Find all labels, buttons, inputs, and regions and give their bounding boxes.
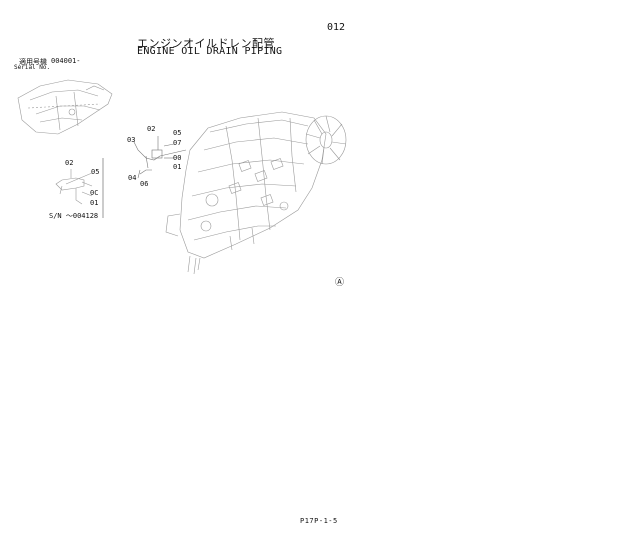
part-callout: 01 [173, 163, 182, 171]
drain-pipe [133, 136, 187, 179]
part-callout: 05 [173, 129, 182, 137]
inset-callout: 01 [90, 199, 99, 207]
part-callout: 00 [173, 154, 182, 162]
part-callout: 06 [140, 180, 149, 188]
inset-serial-note: S/N ～004128 [49, 212, 99, 220]
part-callout: 07 [173, 139, 182, 147]
part-callout: 04 [128, 174, 137, 182]
page-code: 012 [327, 22, 346, 33]
inset-callout: 05 [91, 168, 100, 176]
page-title: ENGINE OIL DRAIN PIPING [137, 46, 283, 57]
page-title-japanese: エンジンオイルドレン配管 [137, 37, 275, 50]
engine-drawing [133, 111, 347, 275]
serial-label: Serial No. [14, 64, 51, 71]
inset-callout: 0C [90, 189, 99, 197]
inset-callout: 02 [65, 159, 74, 167]
part-callout: 03 [127, 136, 136, 144]
part-callout: 02 [147, 125, 156, 133]
reference-symbol: Ⓐ [335, 278, 345, 288]
serial-range: 004001- [51, 57, 81, 65]
inset-detail-sketch [55, 158, 104, 218]
cooling-fan [305, 115, 347, 165]
page-reference: P17P-1-5 [300, 517, 338, 525]
serial-label-japanese: 適用号機 [19, 58, 47, 66]
machine-overview-sketch [17, 79, 113, 135]
